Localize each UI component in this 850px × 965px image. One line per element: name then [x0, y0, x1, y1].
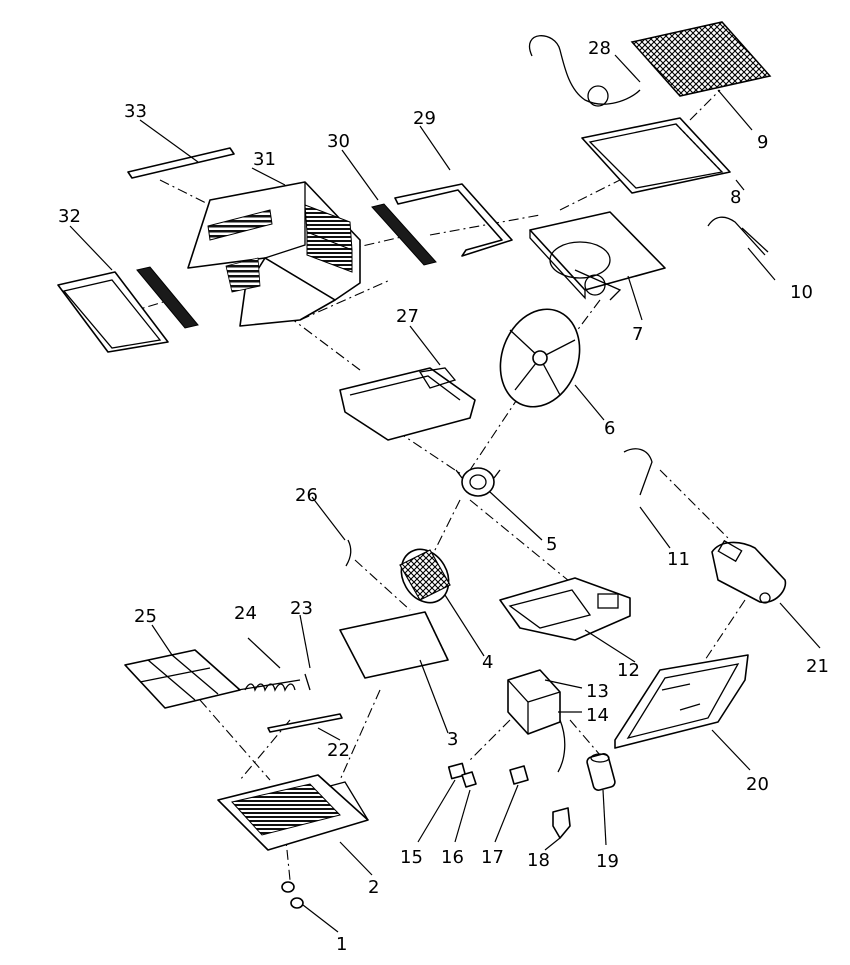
part-26-pipe — [345, 539, 352, 567]
part-32-side-panel — [57, 266, 199, 353]
callout-19: 19 — [596, 851, 619, 872]
callout-33: 33 — [124, 101, 147, 122]
callout-4: 4 — [482, 652, 493, 673]
callout-1: 1 — [336, 934, 347, 955]
part-2-front-grille — [217, 774, 369, 851]
part-4-blower-wheel — [399, 548, 451, 604]
part-31-cabinet — [187, 181, 361, 327]
part-30-filter-strip — [371, 203, 437, 266]
callout-21: 21 — [806, 656, 829, 677]
part-10-pipe — [707, 216, 769, 256]
callout-18: 18 — [527, 850, 550, 871]
callout-labels: 33 31 32 30 29 28 9 8 10 7 27 6 5 26 11 … — [58, 38, 829, 955]
callout-11: 11 — [667, 549, 690, 570]
part-11-pipe — [623, 448, 653, 496]
part-28-capillary-tube — [529, 35, 641, 107]
part-12-blower-housing — [499, 577, 631, 641]
callout-10: 10 — [790, 282, 813, 303]
part-27-air-duct — [339, 367, 476, 441]
callout-22: 22 — [327, 740, 350, 761]
callout-3: 3 — [447, 729, 458, 750]
callout-2: 2 — [368, 877, 379, 898]
callout-20: 20 — [746, 774, 769, 795]
callout-7: 7 — [632, 324, 643, 345]
callout-24: 24 — [234, 603, 257, 624]
callout-6: 6 — [604, 418, 615, 439]
callout-27: 27 — [396, 306, 419, 327]
part-7-partition — [529, 211, 666, 301]
callout-28: 28 — [588, 38, 611, 59]
part-23-clip — [304, 673, 311, 691]
part-5-fan-motor — [455, 467, 501, 497]
callout-23: 23 — [290, 598, 313, 619]
callout-26: 26 — [295, 485, 318, 506]
callout-5: 5 — [546, 534, 557, 555]
callout-8: 8 — [730, 187, 741, 208]
part-6-fan-blade — [499, 308, 581, 408]
callout-9: 9 — [757, 132, 768, 153]
part-29-side-bracket — [394, 183, 513, 257]
callout-32: 32 — [58, 206, 81, 227]
part-22-strip — [267, 713, 343, 733]
part-20-base-pan — [614, 654, 749, 749]
part-8-evaporator-coil — [581, 117, 731, 194]
part-3-coil — [339, 611, 449, 679]
assembly-centerlines — [109, 89, 746, 881]
part-17-relay — [509, 765, 529, 785]
callout-13: 13 — [586, 681, 609, 702]
part-21-compressor — [711, 539, 787, 604]
callout-25: 25 — [134, 606, 157, 627]
part-15-knob — [447, 762, 467, 780]
part-9-condenser-mesh — [630, 21, 772, 97]
part-24-spring — [237, 679, 301, 692]
part-18-terminal — [552, 807, 571, 839]
callout-29: 29 — [413, 108, 436, 129]
callout-31: 31 — [253, 149, 276, 170]
part-33-top-rail — [127, 147, 235, 179]
part-13-control-box — [507, 669, 566, 773]
part-1-knobs — [281, 881, 304, 909]
callout-16: 16 — [441, 847, 464, 868]
part-25-air-filter — [124, 649, 241, 709]
callout-leaders — [69, 54, 821, 933]
callout-15: 15 — [400, 847, 423, 868]
callout-17: 17 — [481, 847, 504, 868]
part-19-capacitor — [586, 753, 616, 791]
callout-12: 12 — [617, 660, 640, 681]
part-16-switch — [461, 771, 477, 788]
callout-30: 30 — [327, 131, 350, 152]
callout-14: 14 — [586, 705, 609, 726]
